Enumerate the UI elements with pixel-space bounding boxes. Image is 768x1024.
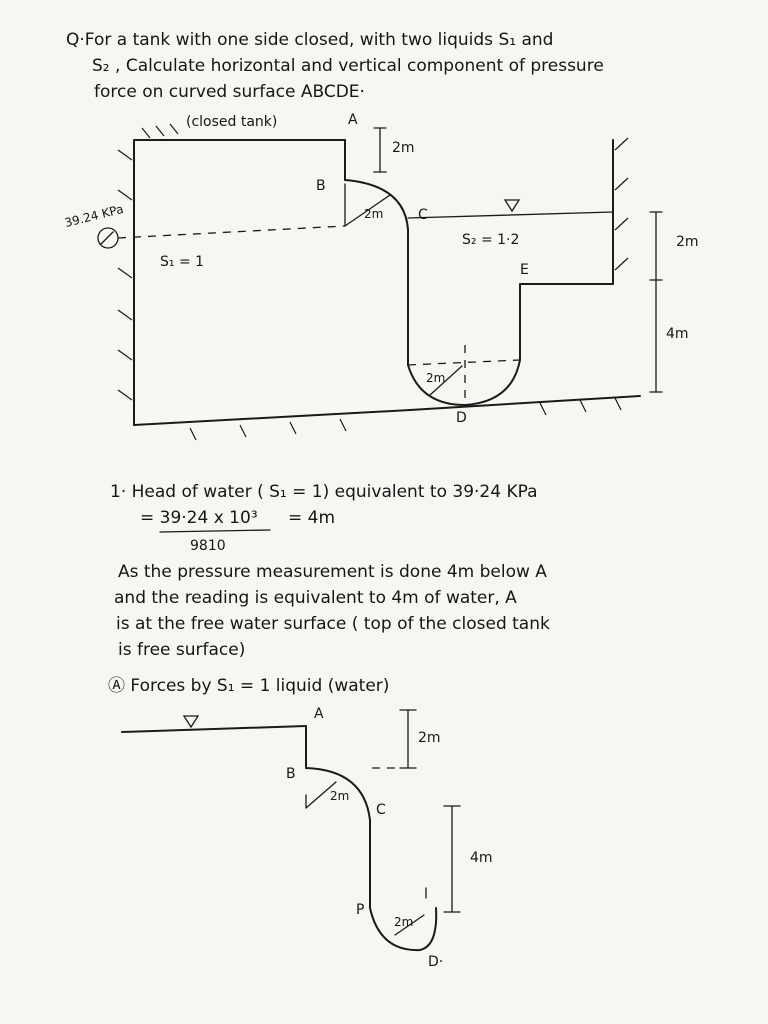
fig2-point-d-label: D· bbox=[428, 954, 444, 970]
dim-right-upper-label: 2m bbox=[676, 234, 699, 250]
section-a-title: Ⓐ Forces by S₁ = 1 liquid (water) bbox=[108, 676, 390, 696]
fig2-point-b-label: B bbox=[286, 766, 296, 782]
dim-top-label: 2m bbox=[392, 140, 415, 156]
paragraph-line-2: and the reading is equivalent to 4m of w… bbox=[114, 588, 517, 608]
point-d-label: D bbox=[456, 410, 467, 426]
closed-tank-label: (closed tank) bbox=[186, 114, 278, 130]
question-line-1: Q·For a tank with one side closed, with … bbox=[66, 30, 554, 50]
point-c-label: C bbox=[418, 207, 428, 223]
fig2-point-c-label: C bbox=[376, 802, 386, 818]
step1-result: = 4m bbox=[288, 508, 336, 528]
s2-label: S₂ = 1·2 bbox=[462, 232, 520, 248]
point-a-label: A bbox=[348, 112, 358, 128]
point-b-label: B bbox=[316, 178, 326, 194]
fig2-dim-top-label: 2m bbox=[418, 730, 441, 746]
step1-title: 1· Head of water ( S₁ = 1) equivalent to… bbox=[110, 482, 538, 502]
fig2-point-a-label: A bbox=[314, 706, 324, 722]
fig2-radius-upper-label: 2m bbox=[330, 789, 350, 803]
paragraph-line-1: As the pressure measurement is done 4m b… bbox=[118, 562, 547, 582]
paragraph-line-3: is at the free water surface ( top of th… bbox=[116, 614, 550, 634]
fig2-point-p-label: P bbox=[356, 902, 365, 918]
question-line-2: S₂ , Calculate horizontal and vertical c… bbox=[92, 56, 604, 76]
dim-right-lower-label: 4m bbox=[666, 326, 689, 342]
tank-figure-main bbox=[97, 123, 663, 441]
s1-label: S₁ = 1 bbox=[160, 254, 205, 270]
fig2-radius-lower-label: 2m bbox=[394, 915, 414, 929]
fig2-dim-right-label: 4m bbox=[470, 850, 493, 866]
step1-numerator: = 39·24 x 10³ bbox=[140, 508, 258, 528]
radius-upper-label: 2m bbox=[364, 207, 384, 221]
point-e-label: E bbox=[520, 262, 529, 278]
radius-lower-label: 2m bbox=[426, 371, 446, 385]
question-line-3: force on curved surface ABCDE· bbox=[94, 82, 365, 102]
step1-denominator: 9810 bbox=[190, 538, 226, 554]
paragraph-line-4: is free surface) bbox=[118, 640, 246, 660]
